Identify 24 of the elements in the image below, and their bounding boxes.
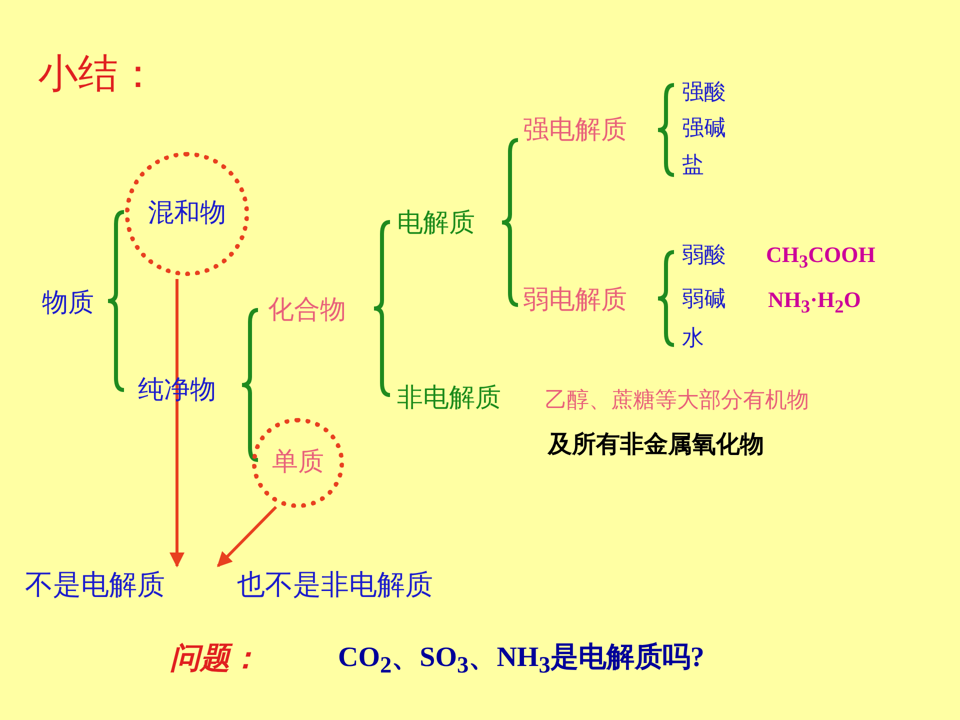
category-label: 水 — [682, 326, 704, 352]
question-text: CO$_{2}$、SO$_{3}$、NH$_{3}$是电解质吗? — [338, 641, 704, 681]
title-text: 小结： — [38, 50, 158, 98]
note-text: 乙醇、蔗糖等大部分有机物 — [545, 388, 809, 414]
category-label: 电解质 — [397, 208, 475, 240]
dotted-circle: 混和物 — [125, 152, 249, 276]
category-label: 强碱 — [682, 116, 726, 142]
category-label: 强电解质 — [523, 115, 627, 146]
arrow — [216, 506, 278, 568]
category-label: 弱酸 — [682, 243, 726, 270]
category-label: 不是电解质 — [25, 568, 165, 602]
category-label: 物质 — [42, 288, 94, 320]
category-label: 弱电解质 — [523, 285, 627, 316]
formula-text: NH$_{3}$·H$_{2}$O — [768, 287, 861, 318]
note-text: 及所有非金属氧化物 — [548, 430, 764, 459]
category-label: 强酸 — [682, 80, 726, 106]
dotted-circle: 单质 — [252, 418, 344, 508]
category-label: 化合物 — [268, 295, 346, 326]
category-label: 弱碱 — [682, 287, 726, 314]
category-label: 非电解质 — [397, 383, 501, 414]
category-label: 盐 — [682, 153, 704, 180]
formula-text: CH$_{3}$COOH — [766, 242, 876, 274]
category-label: 也不是非电解质 — [237, 568, 433, 602]
question-label: 问题： — [170, 641, 260, 677]
